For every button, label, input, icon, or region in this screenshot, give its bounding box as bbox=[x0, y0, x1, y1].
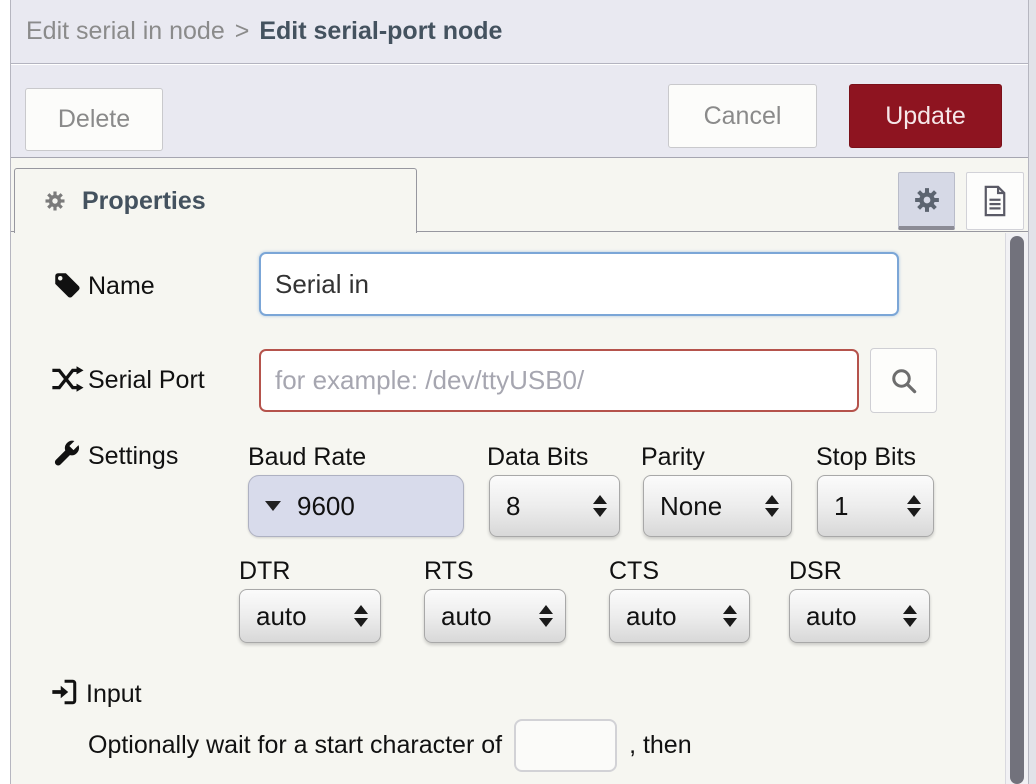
dsr-select[interactable]: auto bbox=[789, 589, 930, 643]
cts-label: CTS bbox=[609, 557, 659, 585]
parity-value: None bbox=[660, 490, 723, 521]
dialog-right-border bbox=[1028, 0, 1029, 784]
breadcrumb-parent-link[interactable]: Edit serial in node bbox=[26, 17, 225, 45]
delete-button[interactable]: Delete bbox=[25, 88, 163, 151]
node-docs-button[interactable] bbox=[966, 172, 1024, 230]
cancel-button[interactable]: Cancel bbox=[668, 84, 817, 148]
up-down-arrows-icon bbox=[907, 495, 921, 517]
update-button[interactable]: Update bbox=[849, 84, 1002, 148]
dialog-header: Edit serial in node > Edit serial-port n… bbox=[11, 0, 1028, 64]
data-bits-select[interactable]: 8 bbox=[489, 475, 620, 537]
gear-icon bbox=[43, 189, 67, 213]
stop-bits-value: 1 bbox=[834, 490, 849, 521]
shuffle-icon bbox=[50, 365, 84, 393]
start-character-input[interactable] bbox=[514, 718, 618, 772]
tab-properties-label: Properties bbox=[82, 186, 206, 215]
caret-down-icon bbox=[265, 501, 281, 511]
baud-rate-select[interactable]: 9600 bbox=[248, 475, 464, 537]
properties-panel: Name Serial Port bbox=[11, 233, 1005, 784]
name-label: Name bbox=[88, 272, 155, 300]
search-icon bbox=[889, 366, 919, 396]
dialog-right-margin bbox=[1029, 0, 1036, 784]
up-down-arrows-icon bbox=[765, 495, 779, 517]
file-icon bbox=[980, 185, 1010, 217]
sign-in-icon bbox=[50, 678, 78, 706]
dialog-toolbar: Delete Cancel Update bbox=[11, 65, 1028, 158]
scrollbar-thumb[interactable] bbox=[1010, 236, 1024, 784]
up-down-arrows-icon bbox=[723, 605, 737, 627]
gear-icon bbox=[912, 185, 942, 215]
tab-bar-divider bbox=[11, 231, 1028, 232]
wait-prefix-text: Optionally wait for a start character of bbox=[88, 730, 503, 759]
rts-value: auto bbox=[441, 600, 492, 631]
tab-bar: Properties bbox=[11, 158, 1028, 233]
stop-bits-label: Stop Bits bbox=[816, 443, 917, 471]
cts-select[interactable]: auto bbox=[609, 589, 750, 643]
dtr-select[interactable]: auto bbox=[239, 589, 381, 643]
parity-select[interactable]: None bbox=[643, 475, 792, 537]
dtr-label: DTR bbox=[239, 557, 291, 585]
serial-port-search-button[interactable] bbox=[870, 348, 937, 413]
tab-properties[interactable]: Properties bbox=[14, 168, 417, 233]
stop-bits-select[interactable]: 1 bbox=[817, 475, 934, 537]
dsr-label: DSR bbox=[789, 557, 842, 585]
breadcrumb-separator: > bbox=[234, 17, 250, 45]
rts-select[interactable]: auto bbox=[424, 589, 566, 643]
input-section-label: Input bbox=[86, 680, 142, 708]
parity-label: Parity bbox=[641, 443, 705, 471]
dialog-left-border bbox=[10, 0, 11, 784]
wrench-icon bbox=[52, 440, 82, 470]
node-settings-button[interactable] bbox=[898, 172, 955, 230]
serial-port-label: Serial Port bbox=[88, 366, 205, 394]
rts-label: RTS bbox=[424, 557, 474, 585]
dsr-value: auto bbox=[806, 600, 857, 631]
tag-icon bbox=[52, 270, 82, 300]
dtr-value: auto bbox=[256, 600, 307, 631]
wait-suffix-text: , then bbox=[629, 730, 692, 759]
baud-rate-label: Baud Rate bbox=[248, 443, 367, 471]
serial-port-input[interactable] bbox=[259, 349, 859, 412]
data-bits-value: 8 bbox=[506, 490, 521, 521]
up-down-arrows-icon bbox=[903, 605, 917, 627]
name-input[interactable] bbox=[259, 252, 899, 316]
up-down-arrows-icon bbox=[539, 605, 553, 627]
baud-rate-value: 9600 bbox=[297, 490, 355, 521]
data-bits-label: Data Bits bbox=[487, 443, 589, 471]
up-down-arrows-icon bbox=[593, 495, 607, 517]
start-character-row: Optionally wait for a start character of… bbox=[88, 716, 692, 774]
up-down-arrows-icon bbox=[354, 605, 368, 627]
breadcrumb-current: Edit serial-port node bbox=[259, 17, 503, 45]
settings-label: Settings bbox=[88, 442, 179, 470]
cts-value: auto bbox=[626, 600, 677, 631]
